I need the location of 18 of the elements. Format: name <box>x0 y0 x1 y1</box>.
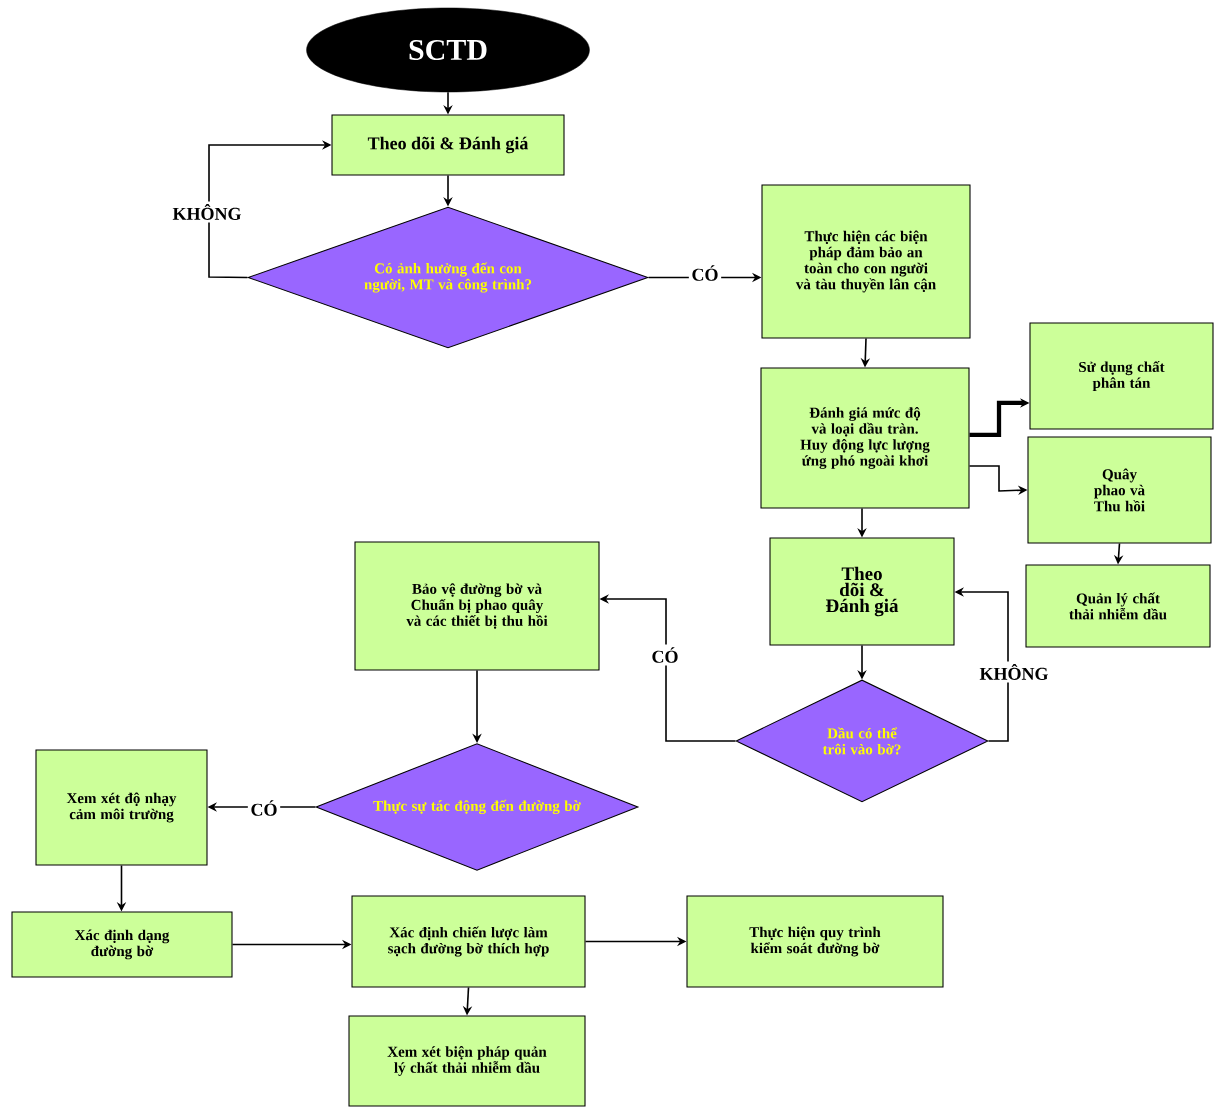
edge-label: KHÔNG <box>169 201 245 223</box>
process-box: Theo dõi & Đánh giá <box>331 114 565 176</box>
process-box: Theo dõi & Đánh giá <box>769 537 955 646</box>
edge-label: CÓ <box>247 797 281 819</box>
process-box: Xác định chiến lược làm sạch đường bờ thích hợp <box>351 895 586 988</box>
process-box: Bảo vệ đường bờ và Chuẩn bị phao quây và các thiết bị thu hồi <box>354 541 600 671</box>
process-box: Quây phao và Thu hồi <box>1027 436 1212 544</box>
process-box: Thực hiện quy trình kiểm soát đường bờ <box>686 895 944 988</box>
process-box: Sử dụng chất phân tán <box>1029 322 1214 430</box>
process-box: Thực hiện các biện pháp đảm bảo an toàn cho con người và tàu thuyền lân cận <box>761 184 971 339</box>
edge-label: CÓ <box>648 644 682 666</box>
process-box: Xác định dạng đường bờ <box>11 911 233 978</box>
edge-label: KHÔNG <box>976 661 1052 683</box>
edge-label: CÓ <box>688 262 722 284</box>
process-box: Đánh giá mức độ và loại dầu tràn. Huy động lực lượng ứng phó ngoài khơi <box>760 367 970 509</box>
process-box: Xem xét biện pháp quản lý chất thải nhiễm dầu <box>348 1015 586 1107</box>
process-box: Xem xét độ nhạy cảm môi trường <box>35 749 208 866</box>
process-box: Quản lý chất thải nhiễm dầu <box>1025 564 1211 648</box>
